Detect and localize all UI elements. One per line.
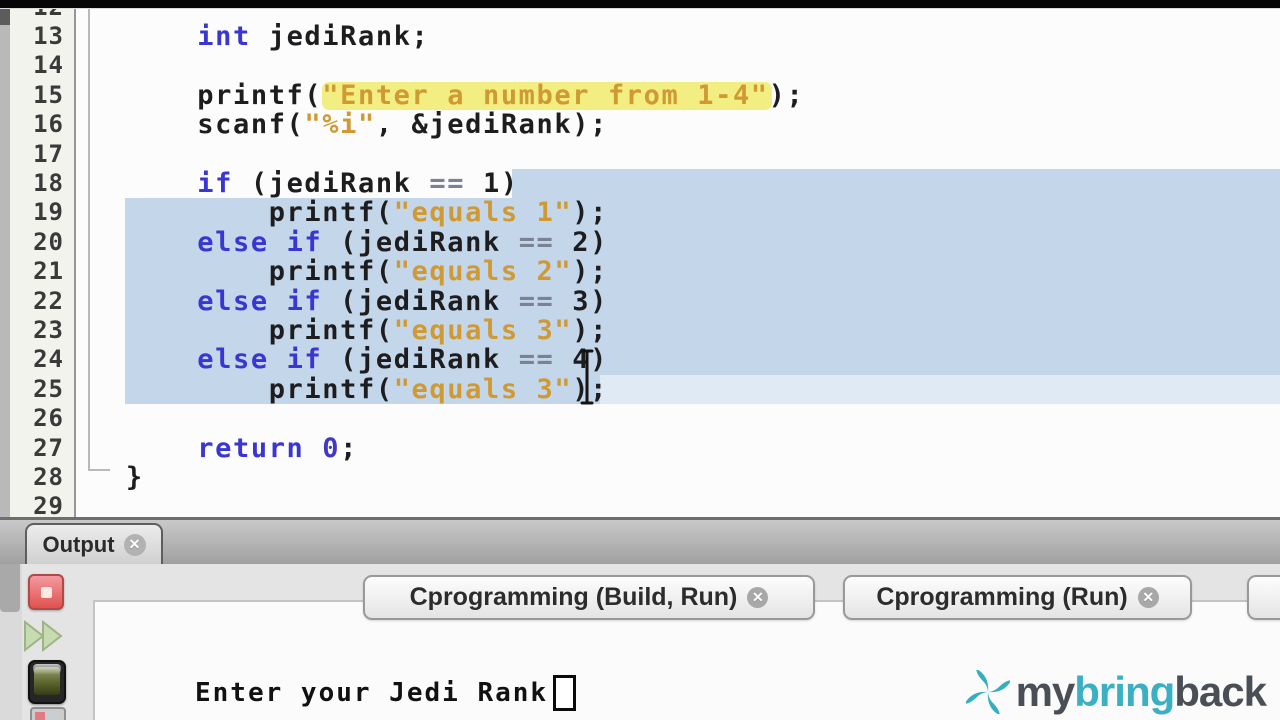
code-line-text: return 0; [197,432,358,464]
line-number-gutter [10,9,76,518]
code-line-18[interactable]: if (jediRank == 1) [0,168,1280,199]
console-button[interactable] [28,660,66,704]
clear-icon [35,712,45,720]
output-tab[interactable]: Output ✕ [25,523,163,564]
output-panel-body: Enter your Jedi Rank mybringback [0,564,1280,720]
code-line-text: printf("equals 2"); [108,256,608,288]
run-tab-run[interactable]: Cprogramming (Run) ✕ [843,575,1192,620]
line-number: 15 [33,80,64,109]
line-number: 17 [33,139,64,168]
run-tab-close-icon[interactable]: ✕ [747,587,769,608]
code-line-23[interactable]: printf("equals 3"); [0,315,1280,346]
clear-button[interactable] [30,707,66,720]
code-line-text: printf("equals 3"); [108,315,608,346]
code-line-text: scanf("%i", &jediRank); [108,109,608,141]
line-number: 16 [33,110,64,139]
run-tab-clipped[interactable]: Cpr [1247,575,1280,620]
line-number: 20 [33,227,64,256]
run-tab-close-icon[interactable]: ✕ [1137,587,1159,608]
panel-tab-bar: Output ✕ [0,520,1280,565]
output-tab-label: Output [42,531,115,557]
find-highlight [322,81,773,111]
top-black-bar [0,0,1280,8]
code-line-29[interactable] [0,492,1280,518]
code-line-text: if (jediRank == 1) [197,168,519,199]
panel-left-strip [0,564,22,720]
line-number: 14 [33,51,64,80]
code-line-24[interactable]: else if (jediRank == 4) [0,344,1280,376]
line-number: 23 [33,316,64,344]
stop-icon [40,586,52,598]
code-line-20[interactable]: else if (jediRank == 2) [0,226,1280,258]
code-line-text: int jediRank; [197,21,430,52]
line-number: 28 [33,463,64,491]
code-line-text: printf("equals 1"); [108,197,608,229]
run-tab-build-run[interactable]: Cprogramming (Build, Run) ✕ [363,575,815,620]
output-tab-close-icon[interactable]: ✕ [123,533,146,556]
code-line-16[interactable]: scanf("%i", &jediRank); [0,110,1280,139]
console-input-cursor [553,675,576,711]
logo-back: back [1174,668,1267,715]
panel-divider[interactable] [0,517,1280,520]
code-line-27[interactable]: return 0; [0,432,1280,464]
code-line-25[interactable]: printf("equals 3"); [0,373,1280,405]
code-line-text: else if (jediRank == 4) [197,344,608,376]
scrollbar-notch [0,9,10,25]
line-number: 27 [33,433,64,462]
code-line-21[interactable]: printf("equals 2"); [0,256,1280,288]
clear-icon-part [48,712,58,720]
line-number: 26 [33,404,64,433]
code-line-14[interactable] [0,51,1280,80]
code-fold-line [88,9,90,471]
code-line-text: } [108,462,144,493]
logo-my: my [1015,668,1076,715]
line-number: 22 [33,286,64,315]
line-number: 12 [10,9,64,22]
stop-button[interactable] [28,574,64,610]
code-line-text: printf("Enter a number from 1-4"); [108,79,805,111]
code-line-text: else if (jediRank == 2) [197,226,608,258]
pinwheel-icon [965,670,1010,714]
logo-text: mybringback [1015,668,1267,715]
code-fold-elbow [88,469,110,471]
code-line-28[interactable]: } [0,463,1280,492]
run-tab-label: Cprogramming (Run) [876,583,1128,611]
fast-forward-button[interactable] [22,616,70,656]
line-number: 24 [33,345,64,374]
code-line-22[interactable]: else if (jediRank == 3) [0,285,1280,317]
console-output-text: Enter your Jedi Rank [195,678,549,708]
panel-left-strip-shadow [0,564,20,612]
line-number: 21 [33,257,64,286]
code-line-17[interactable] [0,140,1280,169]
code-line-13[interactable]: int jediRank; [0,22,1280,51]
line-number: 13 [33,22,64,50]
logo-bring: bring [1074,668,1175,715]
code-editor[interactable]: 121314151617181920212223242526272829 int… [0,8,1280,518]
mybringback-logo: mybringback [965,668,1267,715]
line-number: 19 [33,198,64,227]
code-line-text: printf("equals 3"); [108,373,608,405]
line-number: 29 [33,492,64,518]
line-number: 25 [33,374,64,403]
run-tab-label: Cprogramming (Build, Run) [409,583,738,611]
code-line-text: else if (jediRank == 3) [197,285,608,317]
code-line-19[interactable]: printf("equals 1"); [0,197,1280,229]
text-cursor-ibeam [578,348,596,411]
code-line-12[interactable] [0,9,1280,22]
output-panel: Output ✕ [0,517,1280,720]
line-number: 18 [33,169,64,197]
fast-forward-icon [24,619,63,653]
code-line-26[interactable] [0,404,1280,433]
code-line-15[interactable]: printf("Enter a number from 1-4"); [0,79,1280,111]
console-icon-gloss [33,664,61,674]
